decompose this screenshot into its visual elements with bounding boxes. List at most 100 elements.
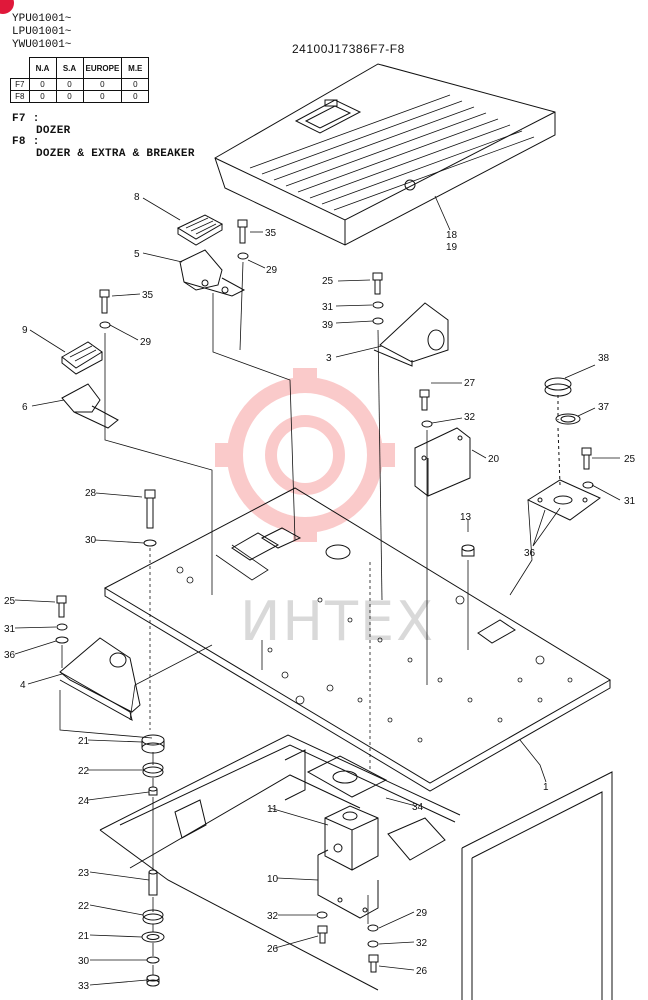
- spec-cell: 0: [55, 90, 84, 103]
- callout-6: 6: [22, 402, 28, 413]
- callout-26: 26: [267, 944, 279, 955]
- callout-9: 9: [22, 325, 28, 336]
- callout-31: 31: [624, 496, 636, 507]
- bracket-10: [317, 849, 379, 919]
- callout-19: 19: [446, 242, 458, 253]
- callout-25: 25: [322, 276, 334, 287]
- cover-4: [59, 637, 141, 721]
- floor-mat: [214, 63, 556, 246]
- bolt-26-left: [317, 925, 328, 944]
- serial-range-1: YPU01001~: [12, 13, 72, 25]
- mount-22-lower: [142, 909, 164, 925]
- legend-key-f8: F8 :: [12, 136, 40, 148]
- callout-39: 39: [322, 320, 334, 331]
- watermark-gear-hub: [265, 415, 345, 495]
- callout-30: 30: [78, 956, 90, 967]
- seal-37: [555, 413, 581, 425]
- nut-33: [146, 974, 160, 987]
- legend-key-f7: F7 :: [12, 113, 40, 125]
- callout-24: 24: [78, 796, 90, 807]
- bracket-6: [61, 383, 119, 429]
- spec-cell: 0: [82, 90, 123, 103]
- callout-27: 27: [464, 378, 476, 389]
- bolt-25-plate36: [581, 447, 592, 470]
- callout-1: 1: [543, 782, 549, 793]
- watermark-gear-tooth: [293, 520, 317, 542]
- figure-code: 24100J17386F7-F8: [292, 42, 405, 56]
- spec-table-row: F8 0 0 0 0: [10, 90, 150, 103]
- leader-grommet: [557, 395, 561, 486]
- pedal-9: [61, 341, 103, 375]
- collar-24: [148, 786, 158, 796]
- watermark-text: ИНТЕХ: [240, 590, 435, 653]
- callout-38: 38: [598, 353, 610, 364]
- serial-range-3: YWU01001~: [12, 39, 72, 51]
- callout-35: 35: [265, 228, 277, 239]
- callout-26: 26: [416, 966, 428, 977]
- assembly-lines: [59, 261, 533, 975]
- corner-badge: [0, 0, 14, 14]
- callout-25: 25: [4, 596, 16, 607]
- spec-table-header: N.A S.A EUROPE M.E: [10, 57, 150, 79]
- bracket-5: [179, 249, 246, 297]
- callout-32: 32: [464, 412, 476, 423]
- callout-20: 20: [488, 454, 500, 465]
- spring-washer-31-right: [582, 481, 594, 489]
- spacer-23: [148, 869, 158, 896]
- callout-29: 29: [140, 337, 152, 348]
- callout-32: 32: [416, 938, 428, 949]
- washer-36-left: [55, 636, 69, 644]
- pedal-8: [176, 214, 224, 246]
- mount-22-upper: [142, 762, 164, 778]
- watermark-logo: [215, 368, 395, 542]
- cover-3: [373, 302, 449, 367]
- callout-31: 31: [322, 302, 334, 313]
- callout-8: 8: [134, 192, 140, 203]
- callout-23: 23: [78, 868, 90, 879]
- callout-34: 34: [412, 802, 424, 813]
- spec-table: N.A S.A EUROPE M.E F7 0 0 0 0 F8 0 0 0 0: [10, 57, 150, 103]
- callout-3: 3: [326, 353, 332, 364]
- plate-34: [306, 755, 388, 798]
- callout-18: 18: [446, 230, 458, 241]
- bolt-25-cover3: [372, 272, 383, 295]
- callout-33: 33: [78, 981, 90, 992]
- callout-13: 13: [460, 512, 472, 523]
- spec-table-row: F7 0 0 0 0: [10, 78, 150, 91]
- stud-28: [144, 489, 156, 529]
- bolt-25-cover4: [56, 595, 67, 618]
- grommet-38: [544, 377, 572, 397]
- bolt-26-right: [368, 954, 379, 973]
- washer-30-lower: [146, 956, 160, 964]
- washer-29-lower: [99, 321, 111, 329]
- callout-30: 30: [85, 535, 97, 546]
- bolt-35-lower: [99, 289, 110, 314]
- base-frame: [99, 734, 461, 991]
- callout-numbers: 8 35 5 29 35 29 9 6 18 19 25 31 39 3 27 …: [4, 192, 636, 992]
- watermark-gear-ring: [227, 377, 383, 533]
- callout-36: 36: [4, 650, 16, 661]
- washer-29-upper: [237, 252, 249, 260]
- valve-11: [324, 805, 379, 871]
- watermark-gear-tooth: [215, 443, 237, 467]
- legend-desc-f8: DOZER & EXTRA & BREAKER: [36, 148, 195, 160]
- serial-range-2: LPU01001~: [12, 26, 72, 38]
- callout-36: 36: [524, 548, 536, 559]
- washer-30-upper: [143, 539, 157, 547]
- plate-36: [526, 479, 601, 521]
- washer-32-lower-right: [367, 940, 379, 948]
- callout-29: 29: [416, 908, 428, 919]
- callout-25: 25: [624, 454, 636, 465]
- washer-32-upper: [421, 420, 433, 428]
- callout-37: 37: [598, 402, 610, 413]
- mount-21-lower: [141, 931, 165, 943]
- leader-lines: [14, 195, 621, 986]
- washer-29-lower-right: [367, 924, 379, 932]
- legend-desc-f7: DOZER: [36, 125, 71, 137]
- watermark-gear-tooth: [373, 443, 395, 467]
- side-wall: [461, 771, 613, 1000]
- floor-plate-1: [103, 487, 611, 792]
- callout-4: 4: [20, 680, 26, 691]
- callout-35: 35: [142, 290, 154, 301]
- watermark-gear-tooth: [293, 368, 317, 390]
